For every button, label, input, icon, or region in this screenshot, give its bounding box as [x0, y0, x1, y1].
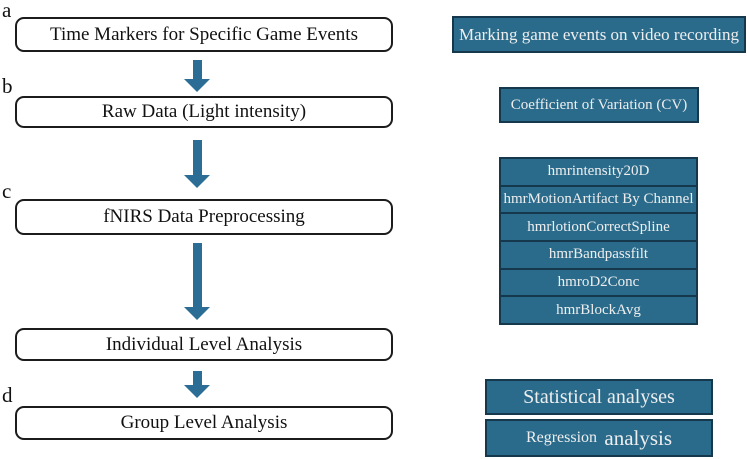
- annotation-statistical-analyses: Statistical analyses: [485, 379, 713, 415]
- arrow-shaft: [192, 371, 202, 385]
- down-arrow-icon: [184, 60, 210, 92]
- pipeline-step: hmrBlockAvg: [501, 295, 696, 323]
- section-label-d: d: [2, 383, 13, 407]
- section-label-c: c: [2, 179, 12, 203]
- down-arrow-icon: [184, 140, 210, 188]
- arrow-shaft: [192, 60, 202, 79]
- flow-box-time-markers: Time Markers for Specific Game Events: [15, 17, 393, 52]
- pipeline-step: hmrlotionCorrectSpline: [501, 212, 696, 240]
- flow-box-fnirs-preprocessing: fNIRS Data Preprocessing: [15, 199, 393, 235]
- pipeline-step: hmrintensity20D: [547, 163, 650, 180]
- arrow-shaft: [192, 243, 202, 307]
- section-label-b: b: [2, 74, 13, 98]
- annotation-regression-analysis: Regression analysis: [485, 419, 713, 457]
- down-arrow-icon: [184, 243, 210, 320]
- pipeline-step: hmroD2Conc: [501, 267, 696, 296]
- flow-box-group-analysis: Group Level Analysis: [15, 406, 393, 440]
- annotation-marking-events: Marking game events on video recording: [452, 16, 746, 53]
- flow-box-individual-analysis: Individual Level Analysis: [15, 328, 393, 361]
- annotation-coefficient-of-variation: Coefficient of Variation (CV): [499, 87, 699, 123]
- arrow-head: [184, 385, 210, 398]
- arrow-head: [184, 79, 210, 92]
- arrow-head: [184, 307, 210, 320]
- pipeline-step: hmrBandpassfilt: [501, 240, 696, 268]
- pipeline-step: hmrMotionArtifact By Channel: [501, 184, 696, 213]
- analysis-word: analysis: [604, 425, 673, 450]
- regression-word: Regression: [525, 429, 598, 446]
- down-arrow-icon: [184, 371, 210, 398]
- arrow-shaft: [192, 140, 202, 175]
- arrow-head: [184, 175, 210, 188]
- preprocessing-pipeline-stack: hmrintensity20D hmrMotionArtifact By Cha…: [499, 157, 698, 325]
- flow-box-raw-data: Raw Data (Light intensity): [15, 96, 393, 128]
- section-label-a: a: [2, 0, 12, 22]
